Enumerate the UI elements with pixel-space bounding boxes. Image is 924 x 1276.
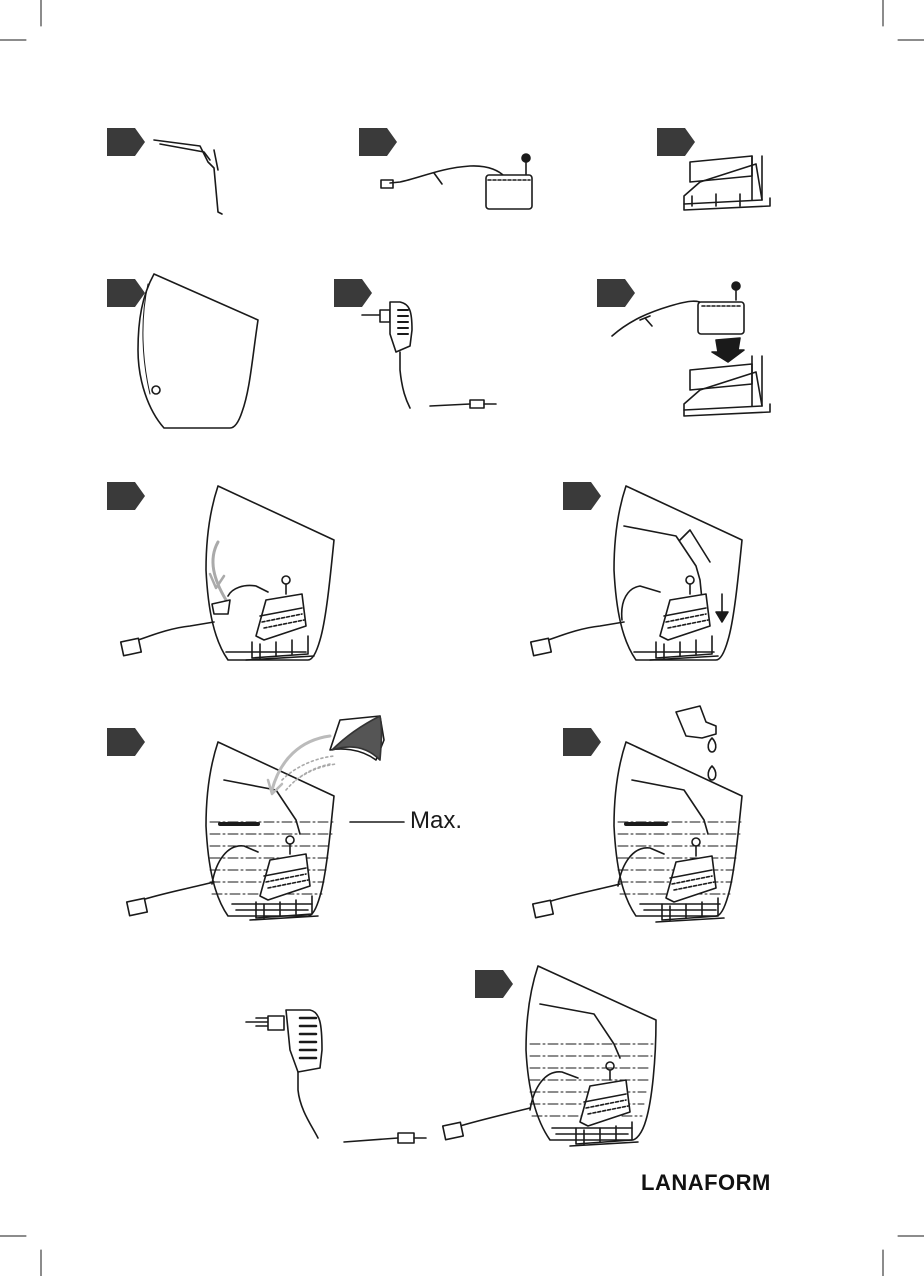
step-badge-7 <box>107 482 145 510</box>
step-badge-5 <box>334 279 372 307</box>
step-badge-9 <box>107 728 145 756</box>
step-badge-6 <box>597 279 635 307</box>
assembled-diffuser-icon <box>443 966 656 1146</box>
step-badge-4 <box>107 279 145 307</box>
max-level-label: Max. <box>410 807 462 834</box>
step-badge-10 <box>563 728 601 756</box>
step-badge-3 <box>657 128 695 156</box>
step-badge-8 <box>563 482 601 510</box>
big-power-adapter-icon <box>246 1010 426 1143</box>
bowl-icon <box>138 274 258 428</box>
mist-unit-icon <box>381 154 532 209</box>
step-badge-11 <box>475 970 513 998</box>
power-adapter-icon <box>362 302 496 408</box>
brand-logo: LANAFORM <box>641 1170 771 1195</box>
step-badge-2 <box>359 128 397 156</box>
stand-in-bowl-icon <box>121 486 334 660</box>
reflector-plate-icon <box>154 140 222 214</box>
step-badge-1 <box>107 128 145 156</box>
base-stand-icon <box>684 156 770 210</box>
fill-water-icon <box>127 716 404 920</box>
assemble-unit-icon <box>612 282 770 416</box>
insert-reflector-icon <box>531 486 742 660</box>
